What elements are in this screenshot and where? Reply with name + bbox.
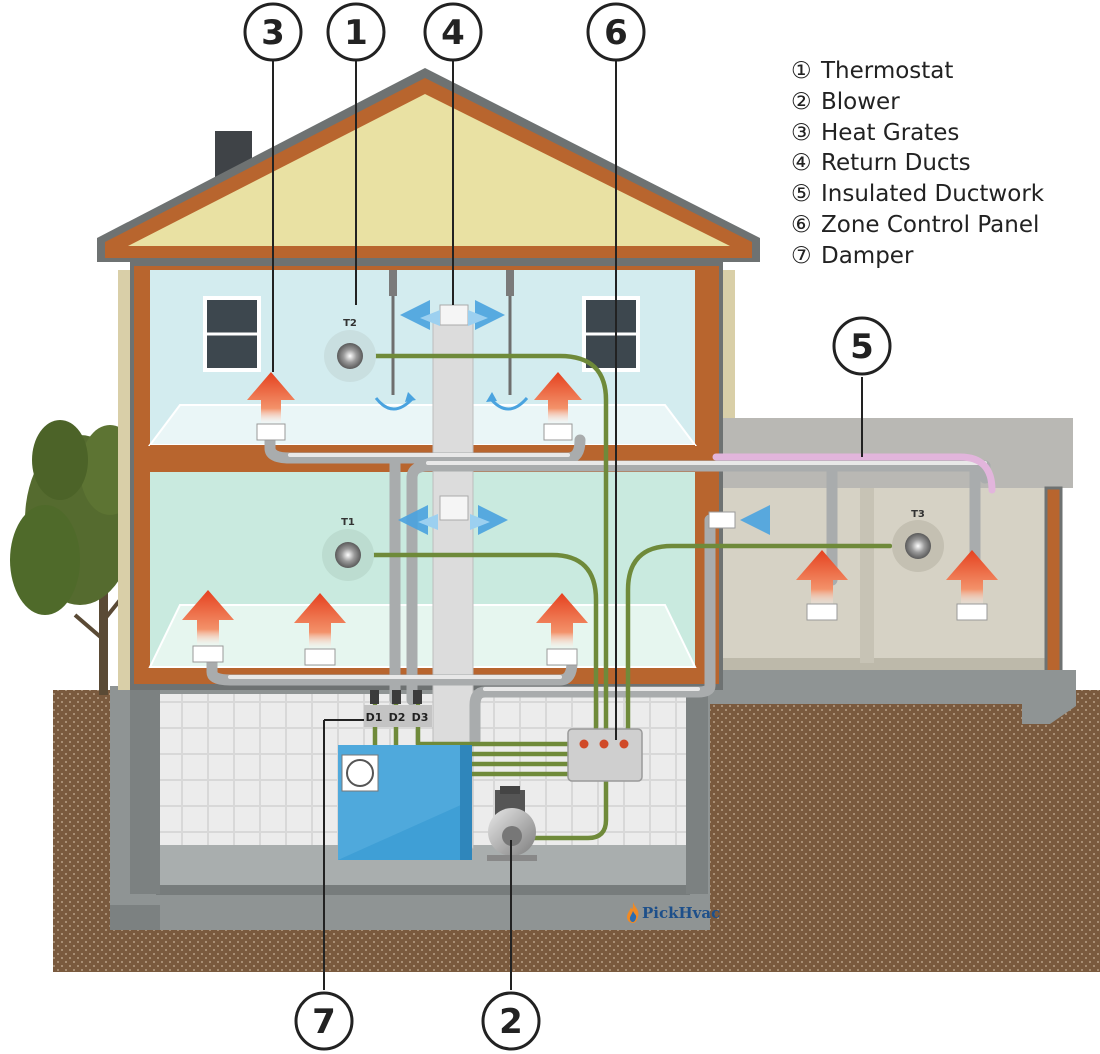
- insulated-ductwork: [712, 453, 996, 494]
- legend-item: ④ Return Ducts: [791, 148, 1044, 179]
- ceiling-fan-left: [374, 270, 416, 411]
- callout-2: 2: [481, 991, 541, 1051]
- svg-text:3: 3: [261, 13, 285, 53]
- damper-label: D3: [412, 711, 429, 724]
- roof: [97, 68, 760, 262]
- svg-text:1: 1: [344, 13, 368, 53]
- thermostat-t2: T2: [324, 318, 376, 382]
- legend-number: ⑤: [791, 181, 812, 208]
- flame-icon: [627, 902, 639, 923]
- brand-name: PickHvac: [642, 904, 721, 922]
- return-air-arrows: [398, 300, 770, 535]
- legend-label: Heat Grates: [821, 119, 960, 146]
- legend-number: ①: [791, 58, 812, 84]
- heat-grates: [182, 372, 998, 666]
- legend-label: Damper: [821, 242, 914, 269]
- legend-number: ④: [791, 150, 812, 177]
- legend-item: ⑤ Insulated Ductwork: [791, 179, 1044, 210]
- legend-item: ③ Heat Grates: [791, 118, 1044, 149]
- thermostat-label: T1: [341, 517, 355, 528]
- legend-label: Zone Control Panel: [821, 211, 1040, 238]
- dampers: D1 D2 D3: [364, 690, 432, 727]
- legend-number: ②: [791, 88, 812, 115]
- legend-label: Blower: [821, 88, 900, 115]
- svg-text:2: 2: [499, 1002, 523, 1042]
- svg-text:5: 5: [850, 327, 874, 367]
- legend: ① Thermostat ② Blower ③ Heat Grates ④ Return…: [791, 56, 1044, 272]
- legend-item: ⑥ Zone Control Panel: [791, 210, 1044, 241]
- svg-text:7: 7: [312, 1002, 336, 1042]
- damper-label: D2: [389, 711, 406, 724]
- damper-label: D1: [366, 711, 383, 724]
- thermostat-t1: T1: [322, 517, 374, 581]
- callout-3: 3: [243, 2, 303, 62]
- zone-control-panel: [567, 728, 643, 782]
- callout-1: 1: [326, 2, 386, 62]
- callout-leaders: [272, 60, 863, 990]
- legend-item: ① Thermostat: [791, 56, 1044, 87]
- svg-text:4: 4: [441, 13, 465, 53]
- legend-label: Return Ducts: [821, 150, 971, 177]
- blower: [487, 786, 537, 861]
- callout-7: 7: [294, 991, 354, 1051]
- thermostat-label: T3: [911, 509, 925, 520]
- ceiling-fan-right: [486, 270, 529, 411]
- legend-number: ③: [791, 119, 812, 146]
- callout-6: 6: [586, 2, 646, 62]
- legend-label: Thermostat: [821, 58, 954, 84]
- supply-ductwork: [206, 426, 991, 746]
- legend-item: ② Blower: [791, 87, 1044, 118]
- thermostat-t3: T3: [892, 509, 944, 572]
- legend-number: ⑥: [791, 211, 812, 238]
- svg-text:6: 6: [604, 13, 628, 53]
- thermostat-label: T2: [343, 318, 357, 329]
- brand-watermark: PickHvac: [626, 902, 720, 924]
- basement: [110, 686, 710, 930]
- legend-number: ⑦: [791, 242, 812, 269]
- legend-item: ⑦ Damper: [791, 241, 1044, 272]
- garage: [706, 418, 1076, 724]
- legend-label: Insulated Ductwork: [821, 181, 1045, 208]
- furnace: [338, 745, 472, 860]
- callout-4: 4: [423, 2, 483, 62]
- callout-5: 5: [832, 316, 892, 376]
